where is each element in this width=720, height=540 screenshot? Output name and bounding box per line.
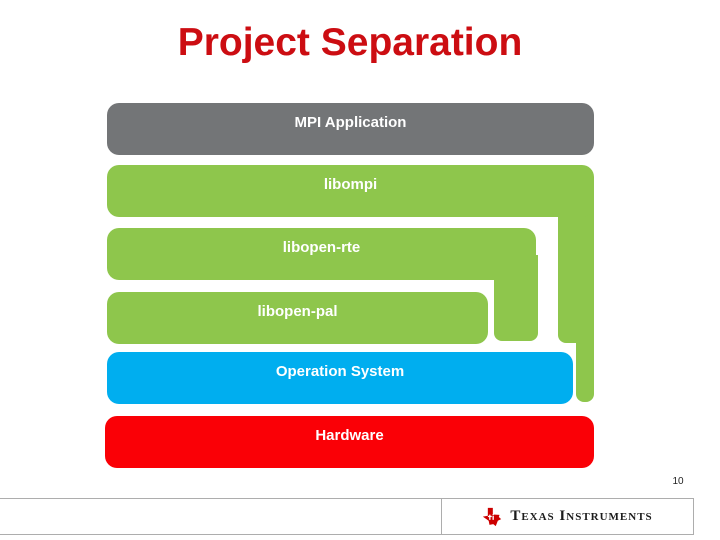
page-number: 10 <box>672 476 684 487</box>
layer-label: MPI Application <box>294 114 407 131</box>
layer-libopen-rte: libopen-rte <box>107 228 536 280</box>
layer-operation-system: Operation System <box>107 352 573 404</box>
footer-band <box>0 498 694 535</box>
layer-libompi: libompi <box>107 165 594 217</box>
layer-mpi-application: MPI Application <box>107 103 594 155</box>
brand-wordmark: Texas Instruments <box>510 508 653 524</box>
layer-label: libopen-pal <box>257 303 338 320</box>
layer-label: Operation System <box>275 363 405 380</box>
layer-hardware: Hardware <box>105 416 594 468</box>
footer-logo-cell: Texas Instruments <box>441 499 693 534</box>
layer-label: libompi <box>323 176 378 193</box>
layer-libopen-pal: libopen-pal <box>107 292 488 344</box>
libompi-wrap-tail-lower <box>576 200 594 402</box>
slide-title: Project Separation <box>177 21 523 64</box>
texas-instruments-texas-map-icon <box>483 507 502 526</box>
layer-label: Hardware <box>315 427 384 444</box>
layer-label: libopen-rte <box>282 239 361 256</box>
